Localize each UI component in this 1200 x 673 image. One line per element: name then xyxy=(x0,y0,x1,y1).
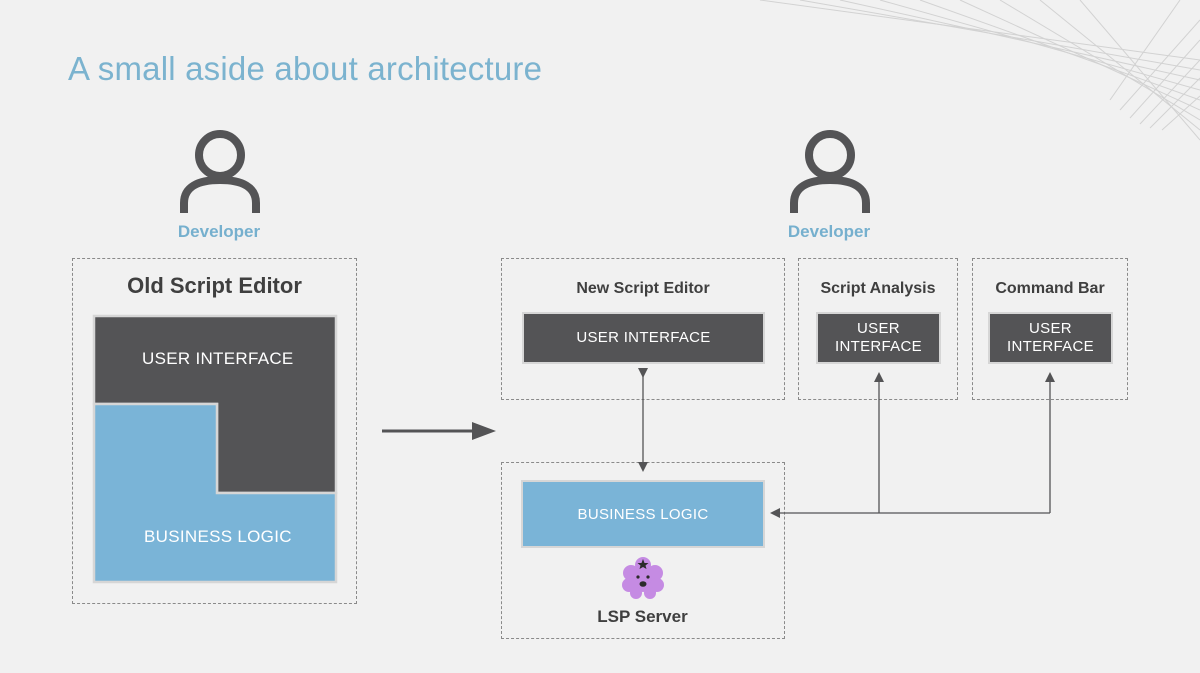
person-icon xyxy=(180,130,260,213)
script-analysis-title: Script Analysis xyxy=(820,280,936,297)
new-editor-ui-box: USER INTERFACE xyxy=(522,312,765,364)
old-editor-container xyxy=(72,258,357,604)
command-bar-title: Command Bar xyxy=(995,280,1105,297)
old-ui-label: USER INTERFACE xyxy=(142,349,294,368)
person-icon xyxy=(790,130,870,213)
script-analysis-ui-box: USER INTERFACE xyxy=(816,312,941,364)
old-developer-label: Developer xyxy=(177,222,261,241)
old-editor-blocks xyxy=(92,314,338,584)
old-logic-label: BUSINESS LOGIC xyxy=(144,527,292,546)
script-analysis-container xyxy=(798,258,958,400)
new-script-editor-title: New Script Editor xyxy=(576,280,710,297)
server-logic-box: BUSINESS LOGIC xyxy=(521,480,765,548)
slide-title: A small aside about architecture xyxy=(68,50,543,87)
command-bar-ui-box: USER INTERFACE xyxy=(988,312,1113,364)
new-developer-label: Developer xyxy=(787,222,871,241)
lsp-server-label: LSP Server xyxy=(597,607,688,626)
lumpy-space-mascot-icon xyxy=(622,557,664,599)
arrow-right-icon xyxy=(382,422,496,440)
old-editor-title: Old Script Editor xyxy=(127,273,302,298)
